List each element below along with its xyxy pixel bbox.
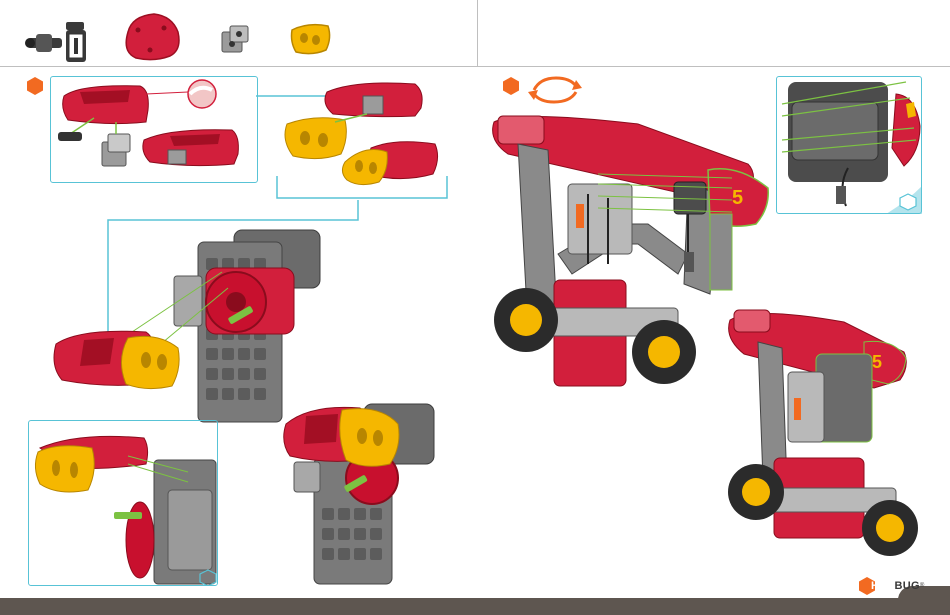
callout-top-left-art [50, 76, 258, 183]
rotate-arrows-icon [526, 72, 584, 106]
svg-text:5: 5 [872, 352, 882, 372]
footer-bar [0, 598, 950, 615]
step-1-result-assembly [280, 398, 440, 588]
step-2-marker-icon [502, 76, 520, 96]
step-2-result-assembly: 5 [724, 302, 920, 572]
callout-box-top-right [275, 78, 451, 204]
red-shell-panel-icon [126, 14, 179, 60]
header-split [477, 0, 478, 66]
callout-bottom-left-art [28, 420, 218, 586]
parts-strip [20, 8, 350, 64]
logo-trademark: ® [920, 583, 924, 589]
svg-text:5: 5 [732, 187, 743, 209]
hexbug-logo: HEXBUG ® [857, 577, 924, 595]
logo-wordmark: HEXBUG [871, 580, 920, 592]
header-divider [0, 66, 950, 67]
step-1-marker-icon [26, 76, 44, 96]
axle-and-connector-pin-icon [25, 22, 86, 62]
yellow-eye-piece-icon [292, 25, 330, 54]
grey-corner-connector-icon [222, 26, 248, 52]
callout-zoom-art [776, 76, 922, 214]
